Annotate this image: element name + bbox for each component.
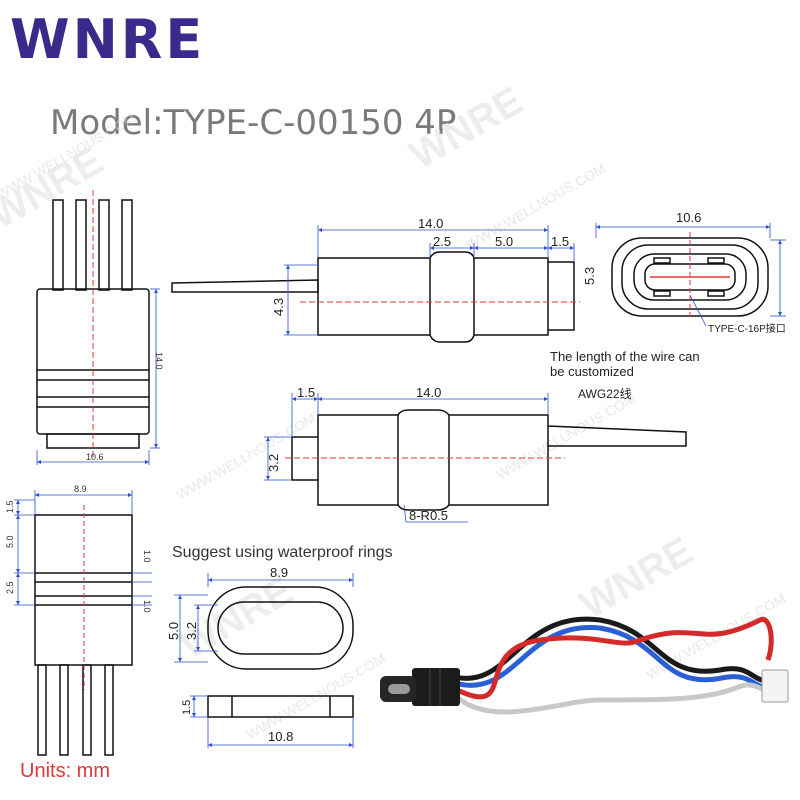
dim-ring-thick: 1.5	[181, 700, 193, 715]
dim-front-width: 10.6	[86, 452, 104, 462]
bottom-view	[291, 409, 687, 511]
dim-side-groove: 2.5	[5, 581, 15, 594]
dim-top-total: 14.0	[418, 216, 443, 231]
watermark-text: WWW.WELLNOUS.COM	[464, 160, 609, 253]
awg-label: AWG22线	[578, 387, 632, 401]
port-dims	[595, 223, 786, 327]
dim-radius-note: 8-R0.5	[409, 508, 448, 523]
dim-port-width: 10.6	[676, 210, 701, 225]
dim-top-seg-a: 2.5	[433, 234, 451, 249]
wire-length-note: The length of the wire can be customized	[550, 349, 700, 379]
dim-ring-inner-h: 3.2	[184, 622, 199, 640]
port-label: TYPE-C-16P接口	[708, 322, 786, 335]
brand-logo: WNRE	[10, 8, 206, 71]
ring-dims	[174, 573, 354, 748]
cable-product-image	[380, 616, 789, 715]
ring-suggestion: Suggest using waterproof rings	[172, 544, 393, 561]
top-dims	[284, 225, 575, 336]
ring-view	[207, 586, 354, 718]
units-label: Units: mm	[20, 760, 110, 782]
dim-side-upper: 5.0	[5, 535, 15, 548]
front-dims	[36, 288, 160, 465]
bottom-dims	[264, 393, 549, 523]
side-dims	[14, 490, 152, 606]
watermark-text: WWW.WELLNOUS.COM	[174, 410, 319, 503]
dim-side-ring-b: 1.0	[142, 600, 152, 613]
model-title: Model:TYPE-C-00150 4P	[50, 103, 457, 143]
dim-bottom-left: 1.5	[297, 385, 315, 400]
dim-ring-width: 8.9	[270, 565, 288, 580]
dim-top-seg-c: 1.5	[551, 234, 569, 249]
watermark-logo: WNRE	[403, 79, 531, 178]
dim-bottom-total: 14.0	[416, 385, 441, 400]
watermark-logo: WNRE	[573, 529, 701, 628]
dim-front-height: 14.0	[154, 352, 164, 370]
dim-top-seg-b: 5.0	[495, 234, 513, 249]
dim-side-top: 1.5	[5, 500, 15, 513]
dim-ring-length: 10.8	[268, 729, 293, 744]
dim-side-width: 8.9	[74, 484, 87, 494]
watermark-text: WWW.WELLNOUS.COM	[494, 390, 639, 483]
top-view	[171, 251, 575, 343]
watermark-layer: WWW.WELLNOUS.COM WWW.WELLNOUS.COM WWW.WE…	[0, 110, 788, 743]
dim-port-height: 5.3	[582, 267, 597, 285]
dim-top-height: 4.3	[271, 298, 286, 316]
dim-ring-outer-h: 5.0	[166, 622, 181, 640]
dim-bottom-height: 3.2	[266, 454, 281, 472]
dim-side-ring-a: 1.0	[142, 550, 152, 563]
